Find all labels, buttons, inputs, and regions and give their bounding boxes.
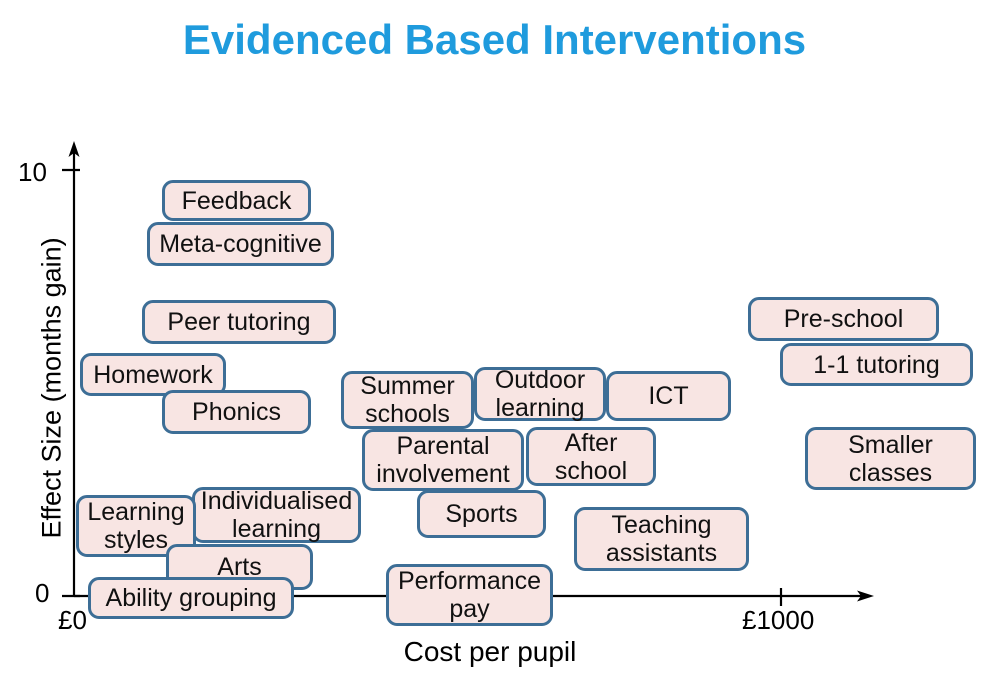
intervention-box-parental-involvement[interactable]: Parental involvement	[362, 429, 524, 491]
intervention-box-feedback[interactable]: Feedback	[162, 180, 311, 221]
intervention-box-ability-grouping[interactable]: Ability grouping	[88, 577, 294, 619]
intervention-box-homework[interactable]: Homework	[80, 353, 226, 396]
y-axis-label: Effect Size (months gain)	[36, 237, 67, 539]
intervention-box-performance-pay[interactable]: Performance pay	[386, 564, 553, 626]
y-axis-arrowhead	[68, 141, 80, 157]
intervention-box-individualised-learning[interactable]: Individualised learning	[192, 487, 361, 543]
x-axis-tick-label-0: £0	[58, 605, 87, 635]
intervention-box-summer-schools[interactable]: Summer schools	[341, 371, 474, 429]
x-axis-arrowhead	[857, 590, 874, 602]
x-axis-tick-label-1000: £1000	[742, 605, 815, 635]
intervention-box-learning-styles[interactable]: Learning styles	[76, 495, 196, 557]
intervention-box-peer-tutoring[interactable]: Peer tutoring	[142, 300, 336, 344]
y-axis-tick-label-10: 10	[18, 157, 47, 187]
intervention-box-meta-cognitive[interactable]: Meta-cognitive	[147, 222, 334, 266]
intervention-box-1-1-tutoring[interactable]: 1-1 tutoring	[780, 343, 973, 386]
intervention-box-outdoor-learning[interactable]: Outdoor learning	[474, 366, 606, 422]
y-axis-tick-label-0: 0	[35, 578, 50, 608]
page-title: Evidenced Based Interventions	[182, 16, 807, 63]
intervention-box-teaching-assistants[interactable]: Teaching assistants	[574, 507, 749, 571]
intervention-box-phonics[interactable]: Phonics	[162, 390, 311, 434]
intervention-box-ict[interactable]: ICT	[606, 371, 731, 421]
intervention-box-after-school[interactable]: After school	[526, 427, 656, 486]
intervention-box-smaller-classes[interactable]: Smaller classes	[805, 427, 976, 490]
x-axis-label: Cost per pupil	[403, 636, 577, 667]
intervention-box-sports[interactable]: Sports	[417, 490, 546, 538]
intervention-box-pre-school[interactable]: Pre-school	[748, 297, 939, 341]
